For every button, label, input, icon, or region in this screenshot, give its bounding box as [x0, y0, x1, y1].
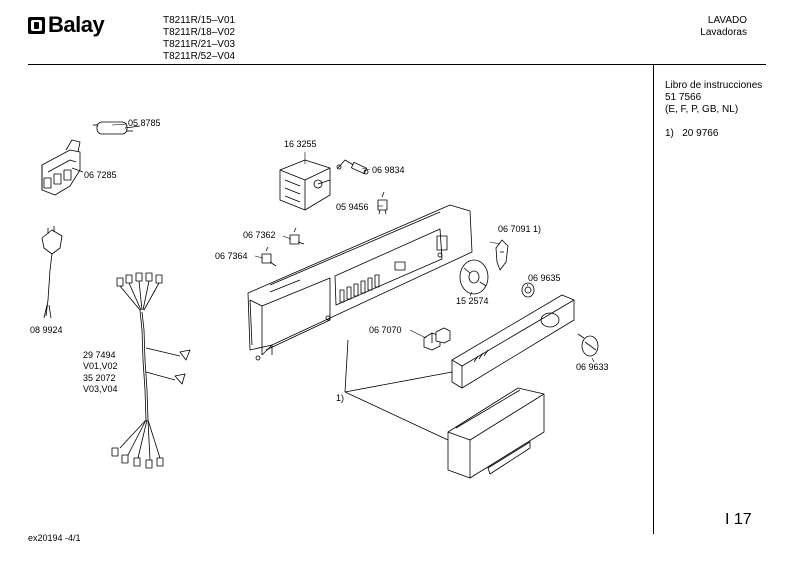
- part-label: 06 9635: [528, 273, 561, 283]
- programmer-disc-part: [459, 259, 489, 295]
- note-leader-lines: [344, 339, 453, 441]
- push-buttons-part: [423, 327, 451, 351]
- model-item: T8211R/18–V02: [163, 27, 236, 38]
- model-item: T8211R/21–V03: [163, 39, 236, 50]
- control-panel-frame: [247, 204, 473, 361]
- power-plug-part: [41, 226, 63, 319]
- category-title: LAVADO: [707, 15, 747, 26]
- part-label: 06 9834: [372, 165, 405, 175]
- lever-part: [495, 239, 509, 271]
- part-label: 15 2574: [456, 296, 489, 306]
- part-label: 06 7091 1): [498, 224, 542, 234]
- category-block: LAVADO Lavadoras: [700, 15, 747, 39]
- part-label: 06 7285: [84, 170, 117, 180]
- manual-languages: (E, F, P, GB, NL): [665, 104, 739, 115]
- switch-part: [377, 191, 388, 215]
- manual-number: 51 7566: [665, 92, 702, 103]
- part-label: 1): [336, 393, 345, 403]
- part-label: 06 7362: [243, 230, 276, 240]
- cable-part: [336, 159, 369, 175]
- front-fascia-part: [451, 294, 575, 389]
- category-subtitle: Lavadoras: [700, 27, 747, 38]
- small-switches-part: [261, 227, 305, 267]
- model-list: T8211R/15–V01 T8211R/18–V02 T8211R/21–V0…: [163, 15, 235, 63]
- timer-part: [279, 159, 331, 211]
- part-label: V01,V02: [83, 361, 118, 371]
- knob-part: [521, 282, 535, 298]
- part-label: 06 7070: [369, 325, 402, 335]
- part-label: 06 9633: [576, 362, 609, 372]
- model-item: T8211R/52–V04: [163, 51, 236, 62]
- footnote: 1) 20 9766: [665, 128, 718, 140]
- part-label: 16 3255: [284, 139, 317, 149]
- part-label: 29 7494: [83, 350, 116, 360]
- part-label: 06 7364: [215, 251, 248, 261]
- part-label: 35 2072: [83, 373, 116, 383]
- page-number: I 17: [725, 511, 752, 528]
- brand-name: Balay: [48, 12, 105, 37]
- model-item: T8211R/15–V01: [163, 15, 236, 26]
- part-label: V03,V04: [83, 384, 118, 394]
- manual-info: Libro de instrucciones 51 7566 (E, F, P,…: [665, 80, 762, 116]
- selector-knob-part: [577, 333, 599, 357]
- capacitor-part: [93, 121, 141, 135]
- balay-logo-icon: [28, 16, 45, 34]
- part-label: 05 9456: [336, 202, 369, 212]
- terminal-bracket-part: [41, 139, 84, 196]
- detergent-drawer-part: [447, 387, 545, 479]
- footnote-marker: 1): [665, 128, 674, 139]
- sidebar-divider: [653, 64, 654, 534]
- label-leader-lines: [111, 123, 595, 363]
- document-id: ex20194 -4/1: [28, 533, 81, 543]
- part-label: 05 8785: [128, 118, 161, 128]
- wiring-harness-part: [111, 272, 191, 469]
- footnote-part: 20 9766: [682, 128, 719, 139]
- manual-title: Libro de instrucciones: [665, 80, 763, 91]
- brand-logo: Balay: [28, 12, 105, 37]
- header-divider: [28, 64, 766, 65]
- part-label: 08 9924: [30, 325, 63, 335]
